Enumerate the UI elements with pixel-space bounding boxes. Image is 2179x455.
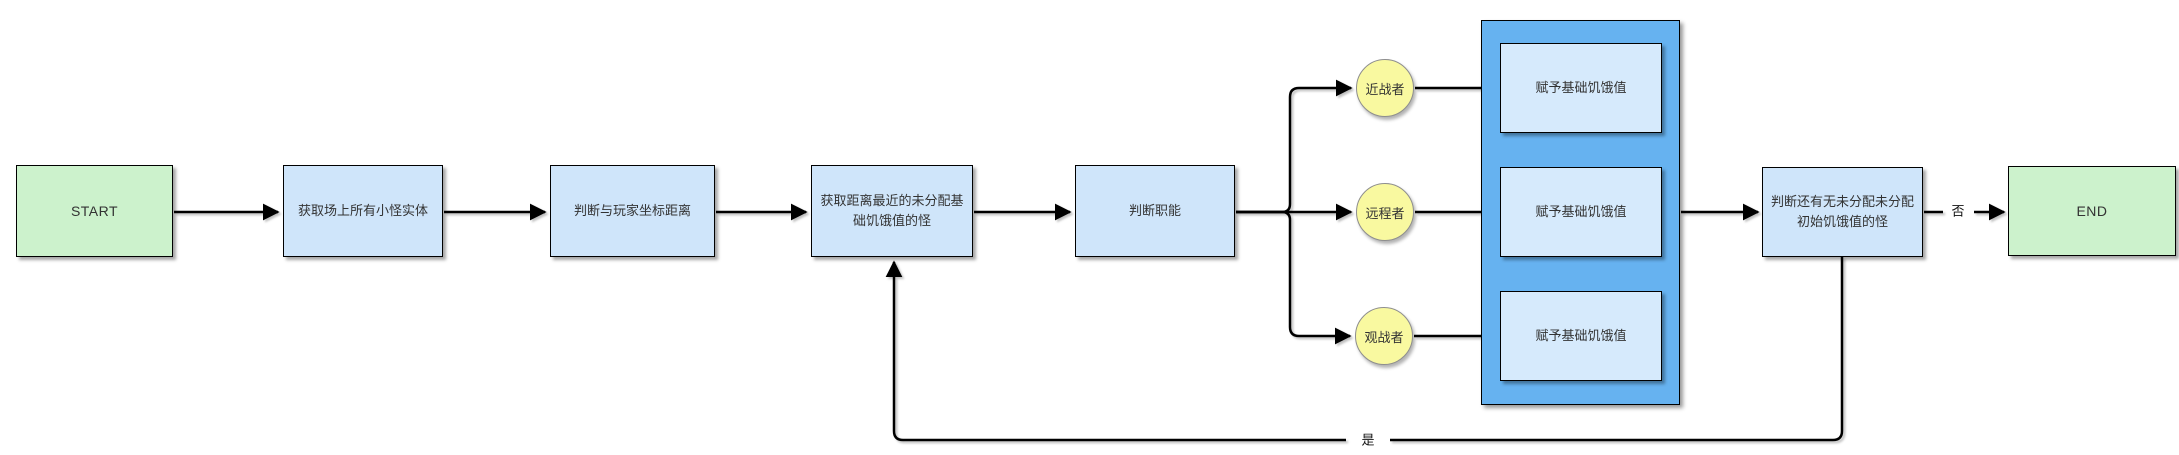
node-end-label: END [2076,203,2108,219]
node-judge-distance[interactable]: 判断与玩家坐标距离 [550,165,715,257]
node-assign-ranged-label: 赋予基础饥饿值 [1535,204,1627,219]
node-assign-melee-label: 赋予基础饥饿值 [1535,80,1627,95]
edge-judge-role-to-spectator [1236,210,1352,345]
node-judge-role-label: 判断职能 [1128,203,1181,218]
node-start[interactable]: START [16,165,173,257]
node-circle-melee-label: 近战者 [1365,81,1405,97]
edge-loop-yes-right [1390,257,1844,442]
node-circle-spectator-label: 观战者 [1364,329,1404,345]
node-start-label: START [70,203,119,219]
node-assign-spectator[interactable]: 赋予基础饥饿值 [1500,291,1662,381]
node-judge-remaining[interactable]: 判断还有无未分配未分配初始饥饿值的怪 [1762,167,1923,257]
node-assign-ranged[interactable]: 赋予基础饥饿值 [1500,167,1662,257]
node-get-nearest[interactable]: 获取距离最近的未分配基础饥饿值的怪 [811,165,973,257]
node-get-entities-label: 获取场上所有小怪实体 [297,203,428,218]
node-judge-remaining-label: 判断还有无未分配未分配初始饥饿值的怪 [1770,194,1914,229]
node-judge-role[interactable]: 判断职能 [1075,165,1235,257]
node-get-entities[interactable]: 获取场上所有小怪实体 [283,165,443,257]
edge-label-no: 否 [1948,204,1968,218]
node-assign-melee[interactable]: 赋予基础饥饿值 [1500,43,1662,133]
edge-label-yes: 是 [1358,433,1378,447]
node-end[interactable]: END [2008,166,2176,256]
node-assign-spectator-label: 赋予基础饥饿值 [1535,328,1627,343]
node-circle-ranged[interactable]: 远程者 [1356,183,1414,241]
node-get-nearest-label: 获取距离最近的未分配基础饥饿值的怪 [820,193,964,228]
node-circle-ranged-label: 远程者 [1365,205,1405,221]
node-circle-spectator[interactable]: 观战者 [1355,307,1413,365]
node-circle-melee[interactable]: 近战者 [1356,59,1414,117]
edge-loop-yes-left [885,260,1346,442]
edge-judge-role-to-melee [1236,79,1353,214]
node-judge-distance-label: 判断与玩家坐标距离 [573,203,691,218]
